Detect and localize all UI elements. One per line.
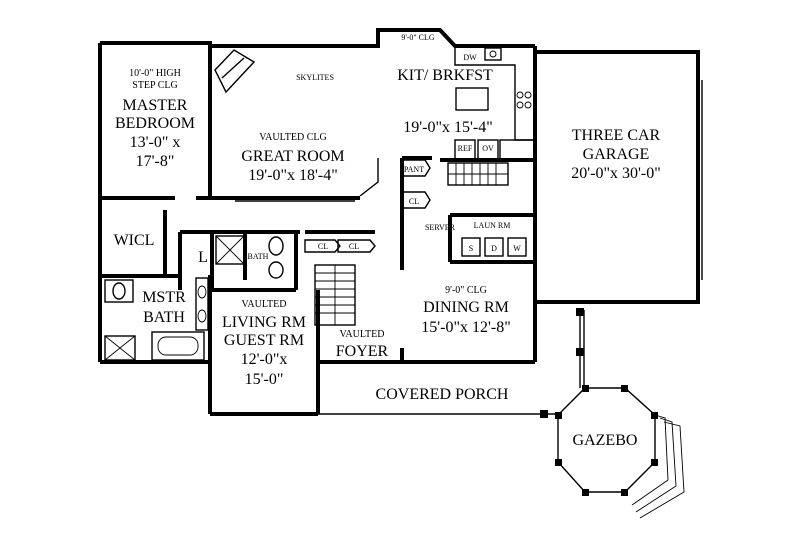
server-label: SERVER bbox=[425, 223, 456, 232]
closet-label-rear: CL bbox=[409, 197, 419, 206]
garage-name-1: THREE CAR bbox=[572, 127, 661, 144]
foyer-name: FOYER bbox=[336, 343, 389, 360]
room-labels: 10'-0" HIGH STEP CLG MASTER BEDROOM 13'-… bbox=[114, 33, 661, 449]
great-room-size: 19'-0"x 18'-4" bbox=[248, 167, 337, 184]
great-room-name: GREAT ROOM bbox=[241, 148, 344, 165]
dryer-label: D bbox=[491, 244, 497, 253]
guest-room-name: GUEST RM bbox=[224, 332, 304, 349]
washer-label: W bbox=[513, 244, 521, 253]
dining-room-name: DINING RM bbox=[423, 299, 509, 316]
wicl-label: WICL bbox=[114, 232, 155, 249]
fireplace bbox=[214, 49, 256, 94]
master-bedroom-ceiling-1: 10'-0" HIGH bbox=[129, 68, 181, 79]
laundry-label: LAUN RM bbox=[474, 221, 511, 230]
dining-room-size: 15'-0"x 12'-8" bbox=[421, 319, 510, 336]
sink-label: S bbox=[469, 244, 473, 253]
skylites-label: SKYLITES bbox=[296, 73, 334, 82]
stairs-main bbox=[314, 264, 356, 326]
kitchen-fixtures bbox=[454, 46, 536, 161]
covered-porch-outline bbox=[318, 308, 585, 418]
kitchen-size: 19'-0"x 15'-4" bbox=[403, 119, 492, 136]
oven-label: OV bbox=[482, 144, 494, 153]
pantry-label: PANT bbox=[404, 165, 424, 174]
master-bedroom-size-1: 13'-0" x bbox=[130, 134, 181, 151]
closet-label-foyer-2: CL bbox=[349, 242, 359, 251]
living-room-name: LIVING RM bbox=[222, 314, 306, 331]
master-bedroom-name-1: MASTER bbox=[123, 97, 188, 114]
interior-walls bbox=[100, 43, 535, 364]
living-room-size-2: 15'-0" bbox=[245, 371, 284, 388]
closet-label-foyer-1: CL bbox=[318, 242, 328, 251]
laundry-appliances bbox=[461, 237, 527, 257]
foyer-ceiling: VAULTED bbox=[339, 329, 384, 340]
garage-size: 20'-0"x 30'-0" bbox=[571, 165, 660, 182]
kitchen-ceiling: 9'-0" CLG bbox=[401, 33, 435, 42]
gazebo-outline bbox=[555, 385, 685, 519]
closets-foyer bbox=[304, 159, 431, 253]
wall-details bbox=[212, 45, 703, 415]
great-room-ceiling: VAULTED CLG bbox=[259, 132, 327, 143]
refrigerator-label: REF bbox=[458, 144, 473, 153]
master-bath-name-1: MSTR bbox=[142, 289, 186, 306]
stairs-rear bbox=[447, 162, 509, 186]
master-bedroom-name-2: BEDROOM bbox=[115, 115, 195, 132]
dining-room-ceiling: 9'-0" CLG bbox=[445, 285, 487, 296]
dishwasher-label: DW bbox=[463, 53, 477, 62]
linen-label: L bbox=[198, 249, 208, 266]
bath-fixtures bbox=[104, 235, 284, 361]
porch-label: COVERED PORCH bbox=[376, 386, 509, 403]
garage-name-2: GARAGE bbox=[583, 146, 650, 163]
gazebo-label: GAZEBO bbox=[573, 432, 638, 449]
bath-label: BATH bbox=[248, 252, 269, 261]
master-bedroom-ceiling-2: STEP CLG bbox=[132, 80, 177, 91]
living-room-ceiling: VAULTED bbox=[241, 299, 286, 310]
exterior-walls bbox=[98, 28, 700, 416]
master-bedroom-size-2: 17'-8" bbox=[136, 153, 175, 170]
kitchen-name: KIT/ BRKFST bbox=[397, 67, 493, 84]
living-room-size-1: 12'-0"x bbox=[241, 351, 288, 368]
master-bath-name-2: BATH bbox=[143, 309, 185, 326]
